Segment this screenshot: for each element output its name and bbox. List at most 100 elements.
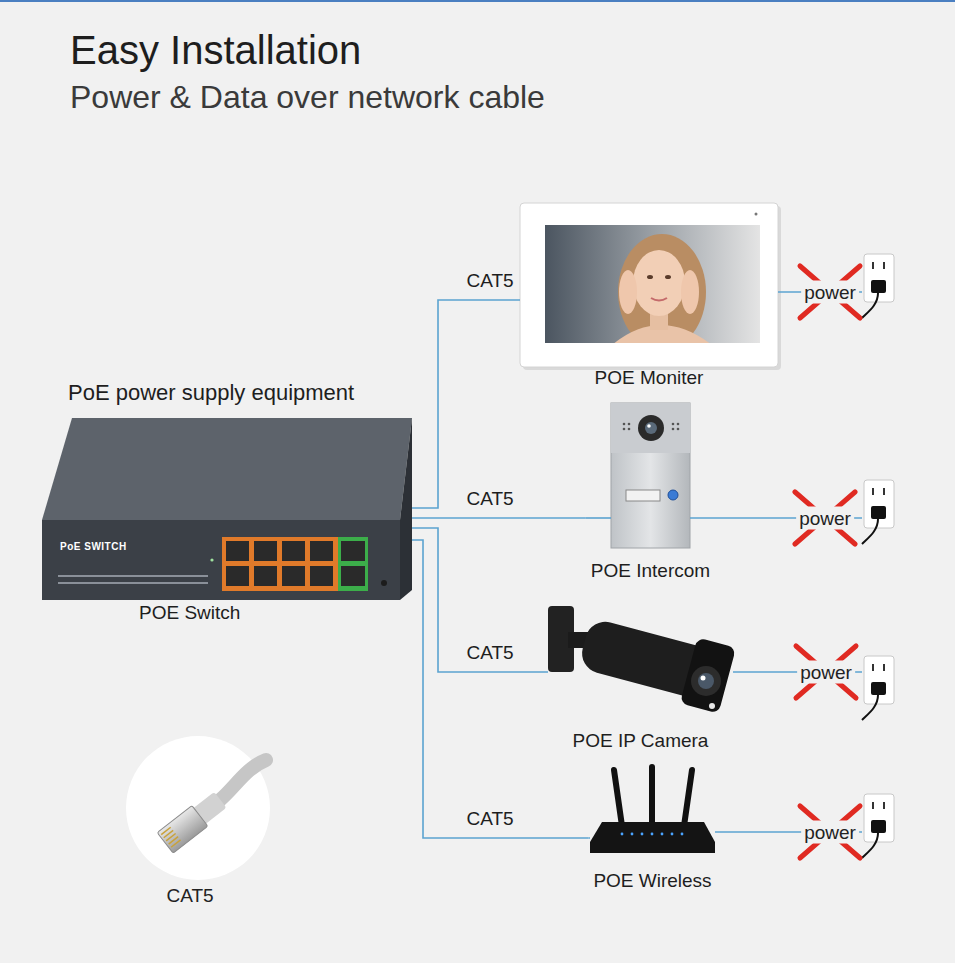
cable-stub (586, 517, 611, 519)
switch-front (42, 520, 400, 600)
lens-glint (647, 424, 651, 428)
cable-caption: CAT5 (166, 884, 213, 907)
outlet-slot (883, 664, 885, 671)
contact (171, 840, 180, 847)
call-button (668, 490, 678, 500)
led (621, 833, 624, 836)
cross-stroke (800, 806, 860, 858)
poe-switch-drawing (42, 418, 412, 600)
plug (871, 820, 886, 833)
led (671, 833, 674, 836)
intercom-node: POE Intercom (586, 403, 715, 582)
cat5-cable (412, 540, 588, 838)
switch-button (381, 580, 387, 586)
router-drawing (590, 767, 715, 853)
antenna (684, 770, 692, 826)
plug-contacts (161, 827, 180, 847)
router-node: POE Wireless (588, 767, 716, 892)
wall-outlet (862, 794, 894, 858)
outlet-plate (864, 254, 894, 302)
portrait-hand (681, 270, 699, 314)
wall-outlet (862, 480, 894, 544)
power-led (210, 558, 213, 561)
cross-stroke (800, 806, 860, 858)
poe-port-frame (222, 537, 338, 591)
port (282, 566, 305, 586)
cat5-cable-icon (126, 736, 270, 880)
cable (220, 760, 266, 800)
plug-cord (862, 293, 878, 318)
wall-outlet (862, 656, 894, 720)
portrait-hair (618, 234, 706, 343)
uplink-port-frame (338, 537, 368, 591)
outlet-slot (883, 802, 885, 809)
node-caption: POE Intercom (591, 560, 710, 582)
speaker-hole (672, 423, 675, 426)
top-rule (0, 0, 955, 2)
port (282, 541, 305, 561)
speaker-hole (628, 423, 631, 426)
rj45-plug (157, 790, 228, 854)
speaker-hole (677, 428, 680, 431)
switch-side (400, 418, 412, 600)
page-title: Easy Installation (70, 26, 361, 74)
router-leds (621, 833, 684, 836)
outlet-plate (864, 794, 894, 842)
speaker-hole (623, 423, 626, 426)
camera-ir (709, 703, 715, 709)
monitor-node: POE Moniter (520, 203, 778, 389)
led (681, 833, 684, 836)
port (310, 566, 333, 586)
led (661, 833, 664, 836)
power-label: power (796, 507, 854, 530)
port (341, 566, 365, 586)
intercom-panel (611, 403, 690, 548)
power-label: power (801, 281, 859, 304)
cat5-cable (412, 517, 586, 519)
outlet-plate (864, 656, 894, 704)
portrait-hand (619, 270, 637, 314)
ports (226, 541, 365, 586)
switch-fine-print (58, 582, 208, 584)
outlet-slot (872, 664, 874, 671)
red-cross-marks (795, 266, 860, 858)
router-body (590, 822, 715, 853)
outlet-slot (872, 802, 874, 809)
speaker-hole (623, 428, 626, 431)
cable-label: CAT5 (466, 642, 513, 664)
cable-label: CAT5 (466, 270, 513, 292)
subtitle: Power & Data over network cable (70, 78, 545, 116)
intercom-drawing (611, 403, 690, 548)
camera-lens (698, 673, 714, 689)
outlet-slot (883, 488, 885, 495)
intercom-head (611, 403, 690, 453)
port (226, 541, 249, 561)
plug-cord (862, 833, 878, 858)
node-caption: POE Moniter (595, 367, 704, 389)
led (641, 833, 644, 836)
camera-body-group (576, 610, 737, 714)
intercom-speaker (623, 423, 680, 431)
device-brand-text: PoE SWITCH (60, 541, 127, 553)
outlet-slot (872, 262, 874, 269)
antenna (649, 767, 655, 822)
plug (871, 280, 886, 293)
speaker-hole (672, 428, 675, 431)
cable-stub (588, 837, 590, 839)
plug-cord (862, 519, 878, 544)
switch-fine-print (58, 575, 208, 577)
antenna (614, 770, 622, 826)
screen-portrait (612, 234, 712, 343)
speaker-hole (628, 428, 631, 431)
switch-top (42, 418, 412, 520)
switch-node: PoE power supply equipmentPOE Switch (42, 380, 412, 624)
monitor-sensor (755, 213, 758, 216)
camera-hood (680, 638, 736, 714)
cross-stroke (800, 266, 860, 318)
cross-stroke (796, 646, 856, 698)
camera-drawing (548, 606, 736, 714)
cable-label: CAT5 (466, 488, 513, 510)
cable-label: CAT5 (466, 808, 513, 830)
